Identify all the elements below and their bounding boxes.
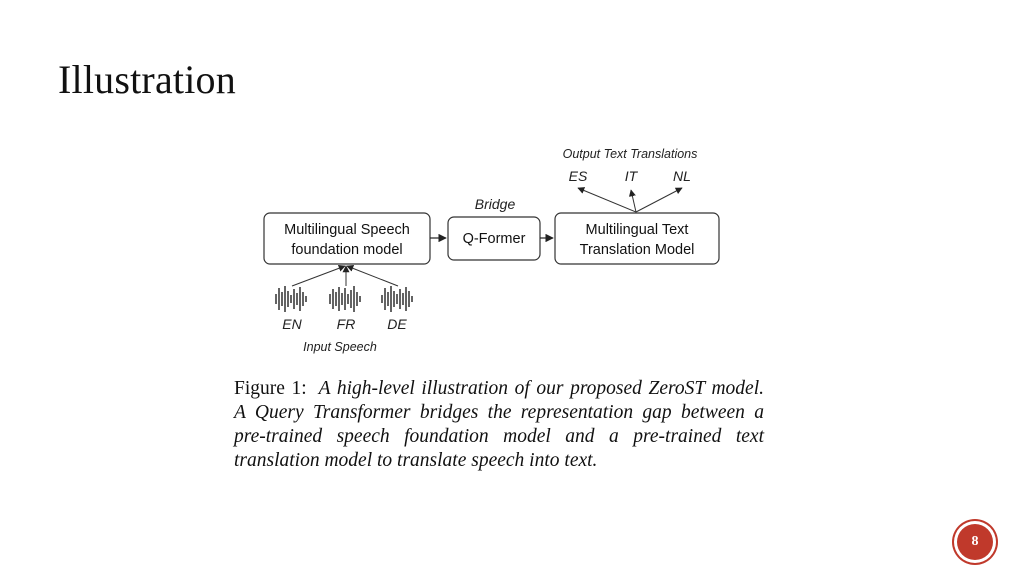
output-arrows [577,187,683,213]
waveform-icon [329,286,361,312]
input-lang-en: EN [282,316,302,332]
text-translation-line-2: Translation Model [580,242,695,258]
text-translation-line-1: Multilingual Text [586,222,689,238]
output-lang-es: ES [569,168,588,184]
waveform-icon [381,286,413,312]
input-lang-fr: FR [337,316,356,332]
figure-caption-label: Figure 1: [234,378,307,399]
page-number-badge: 8 [957,524,993,560]
output-translations-label: Output Text Translations [563,147,698,161]
slide-title: Illustration [58,57,236,102]
speech-foundation-line-2: foundation model [291,242,402,258]
figure-caption: Figure 1:A high-level illustration of ou… [234,377,764,473]
input-arrows [291,264,399,287]
waveform-icon [275,286,307,312]
qformer-label: Q-Former [463,231,526,247]
output-lang-nl: NL [673,168,691,184]
text-translation-box [554,212,720,265]
bridge-label: Bridge [475,196,516,212]
speech-foundation-line-1: Multilingual Speech [284,222,410,238]
output-lang-it: IT [625,168,639,184]
figure-caption-body: A high-level illustration of our propose… [234,378,764,471]
input-speech-label: Input Speech [303,340,377,354]
input-lang-de: DE [387,316,407,332]
